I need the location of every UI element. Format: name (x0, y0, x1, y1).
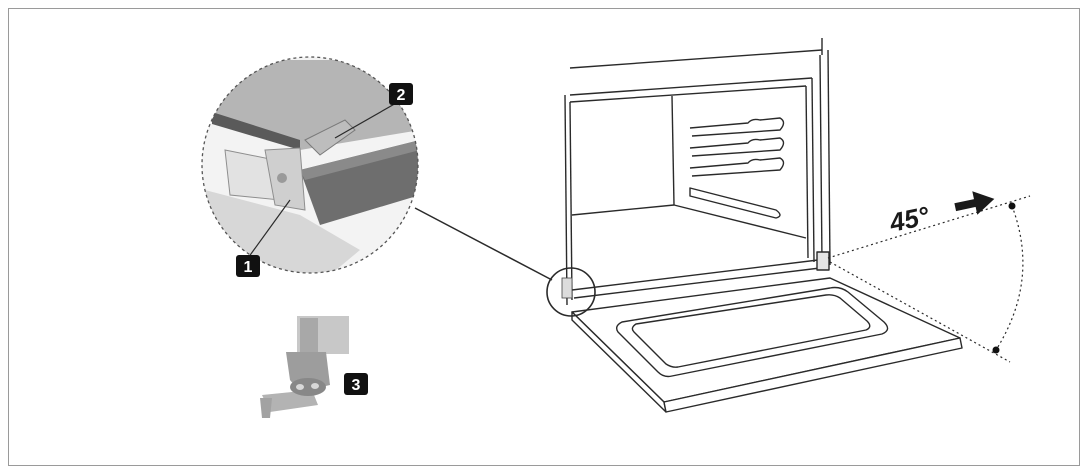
callout-label-3: 3 (352, 377, 361, 394)
callout-2-leader (334, 101, 399, 139)
hinge-highlight-circle (546, 267, 596, 317)
figure-frame (8, 8, 1080, 466)
angle-arc (995, 205, 1024, 351)
callout-1-leader (247, 199, 291, 259)
oven-door-open (571, 277, 963, 413)
angle-endpoint-lower (992, 346, 1000, 354)
callout-label-2: 2 (397, 87, 406, 104)
hinge-detail-magnifier (201, 56, 419, 274)
angle-ray-lower (829, 261, 1011, 363)
arrow-right-icon (954, 191, 995, 215)
callout-badge-1: 1 (236, 255, 260, 277)
angle-label: 45° (886, 200, 932, 238)
hinge-clip-part (260, 316, 349, 418)
callout-label-1: 1 (244, 259, 253, 276)
left-hinge (561, 277, 573, 299)
callout-badge-3: 3 (344, 373, 368, 395)
oven-illustration (564, 38, 831, 306)
callout-badge-2: 2 (389, 83, 413, 105)
magnifier-connector-line (414, 207, 553, 281)
angle-ray-upper (827, 195, 1031, 259)
angle-endpoint-upper (1008, 202, 1016, 210)
hinge-detail-image (202, 57, 418, 273)
